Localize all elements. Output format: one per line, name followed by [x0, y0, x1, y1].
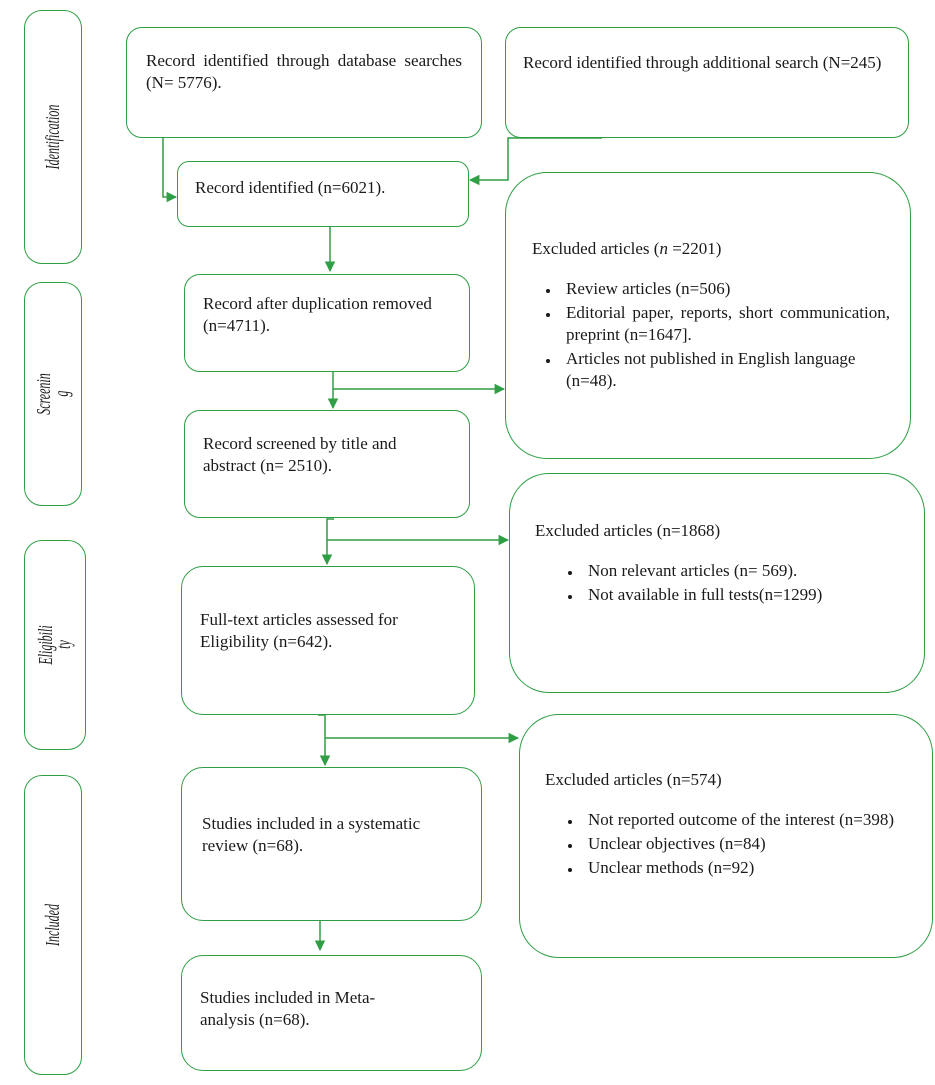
box-additional-search: Record identified through additional sea…: [505, 27, 909, 138]
included-exclusion-title: Excluded articles (n=574): [545, 770, 722, 789]
database-search-text: Record identified through database searc…: [146, 51, 462, 92]
after-duplication-text: Record after duplication removed (n=4711…: [203, 294, 432, 335]
stage-screening-label-2: g: [51, 391, 73, 398]
list-item: Unclear methods (n=92): [582, 857, 922, 879]
screening-exclusion-title: Excluded articles (n =2201): [532, 239, 722, 258]
box-identified: Record identified (n=6021).: [177, 161, 469, 227]
list-item: Editorial paper, reports, short communic…: [560, 302, 890, 346]
arrow-additional-to-identified: [468, 137, 602, 186]
list-item: Review articles (n=506): [560, 278, 890, 300]
list-item: Articles not published in English langua…: [560, 348, 890, 392]
arrow-database-to-identified: [162, 138, 178, 203]
box-full-text: Full-text articles assessed for Eligibil…: [181, 566, 475, 715]
stage-screening: Screenin g: [24, 282, 82, 506]
box-screened: Record screened by title and abstract (n…: [184, 410, 470, 518]
systematic-review-text: Studies included in a systematic review …: [202, 814, 421, 855]
arrow-screened-to-fulltext: [321, 518, 334, 566]
screened-text: Record screened by title and abstract (n…: [203, 434, 397, 475]
box-screening-exclusion: Excluded articles (n =2201) Review artic…: [505, 172, 911, 459]
eligibility-exclusion-list: Non relevant articles (n= 569). Not avai…: [554, 560, 932, 608]
screening-exclusion-list: Review articles (n=506) Editorial paper,…: [532, 278, 890, 394]
box-meta-analysis: Studies included in Meta-analysis (n=68)…: [181, 955, 482, 1071]
full-text-text: Full-text articles assessed for Eligibil…: [200, 610, 398, 651]
additional-search-text: Record identified through additional sea…: [523, 53, 882, 72]
list-item: Not available in full tests(n=1299): [582, 584, 932, 606]
included-exclusion-list: Not reported outcome of the interest (n=…: [554, 809, 922, 881]
meta-analysis-text: Studies included in Meta-analysis (n=68)…: [200, 988, 376, 1029]
list-item: Unclear objectives (n=84): [582, 833, 922, 855]
box-eligibility-exclusion: Excluded articles (n=1868) Non relevant …: [509, 473, 925, 693]
stage-identification: Identification: [24, 10, 82, 264]
eligibility-exclusion-title: Excluded articles (n=1868): [535, 521, 721, 540]
stage-eligibility: Eligibili ty: [24, 540, 86, 750]
box-after-duplication: Record after duplication removed (n=4711…: [184, 274, 470, 372]
list-item: Not reported outcome of the interest (n=…: [582, 809, 922, 831]
box-included-exclusion: Excluded articles (n=574) Not reported o…: [519, 714, 933, 958]
arrow-fulltext-to-review: [318, 714, 331, 767]
stage-identification-label: Identification: [42, 104, 64, 170]
box-database-search: Record identified through database searc…: [126, 27, 482, 138]
identified-text: Record identified (n=6021).: [195, 178, 386, 197]
stage-included-label: Included: [42, 904, 64, 946]
list-item: Non relevant articles (n= 569).: [582, 560, 932, 582]
stage-included: Included: [24, 775, 82, 1075]
stage-eligibility-label-2: ty: [53, 640, 75, 650]
box-systematic-review: Studies included in a systematic review …: [181, 767, 482, 921]
